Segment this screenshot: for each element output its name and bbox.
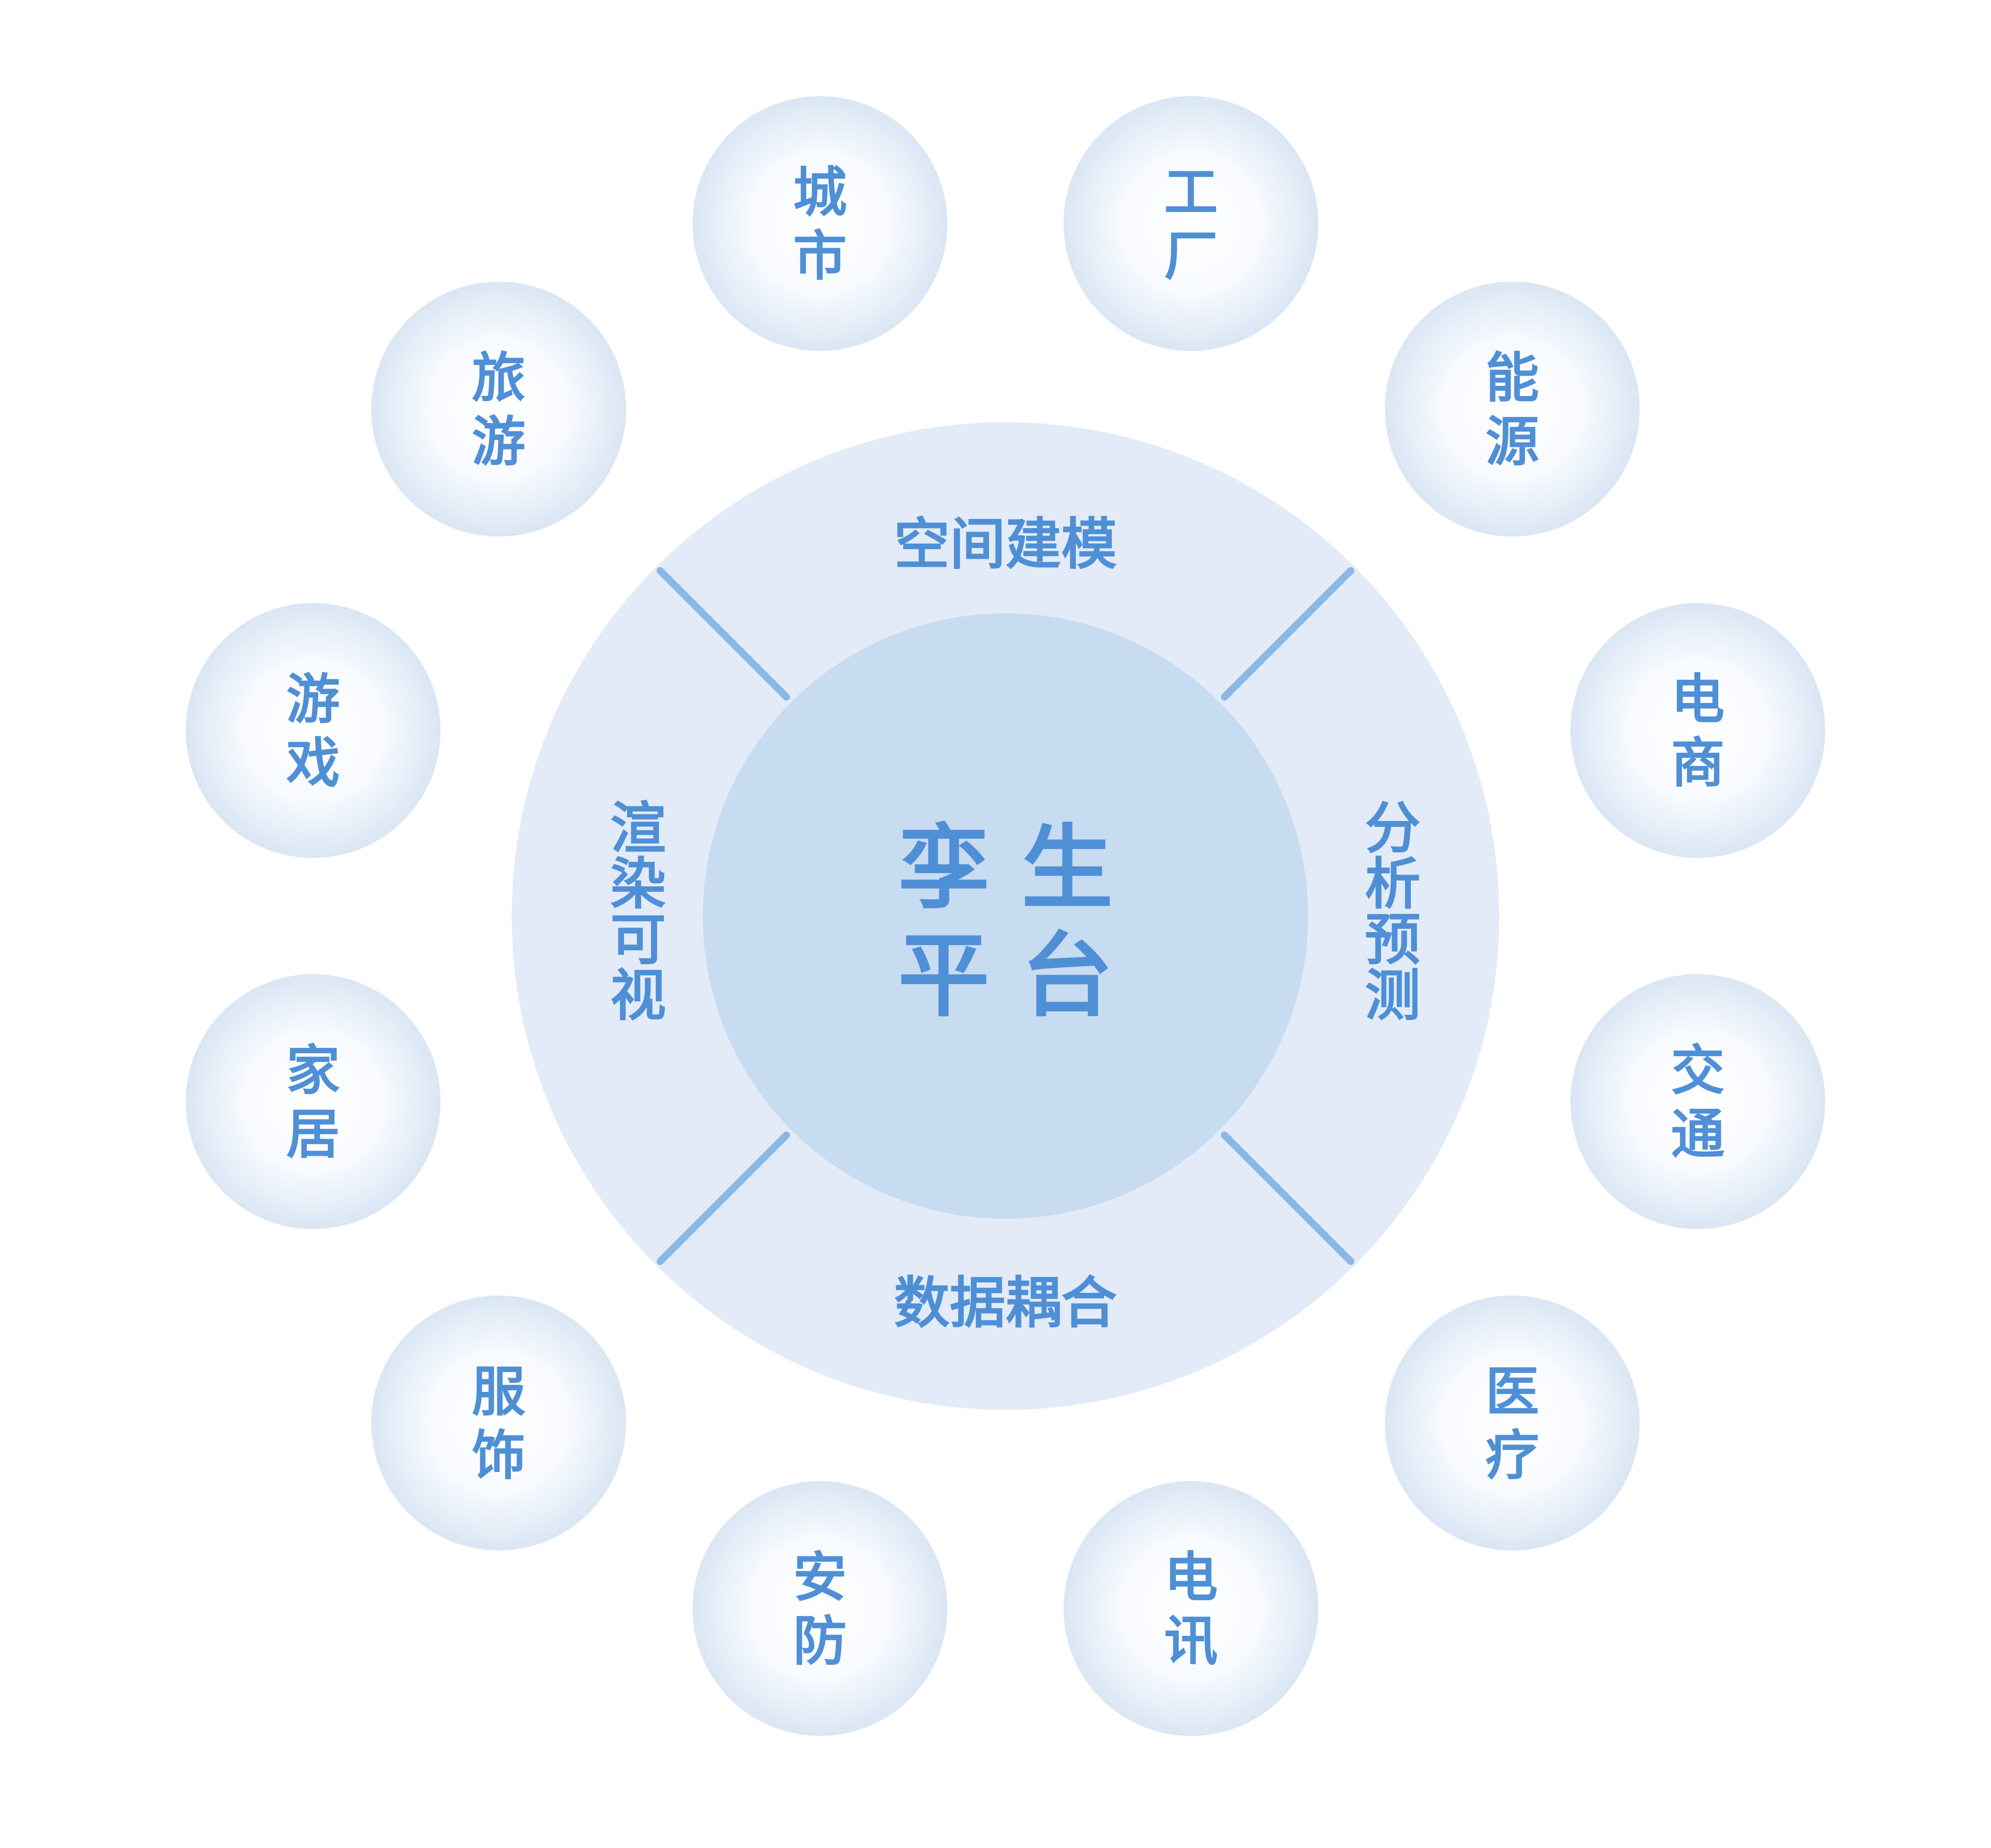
- center-title-line1: 孪 生: [898, 816, 1113, 922]
- industry-label-char: 家: [286, 1040, 340, 1102]
- ring-dividers: [657, 567, 1354, 1265]
- industry-label-char: 厂: [1164, 225, 1218, 288]
- industry-bubble: 交通: [1570, 974, 1825, 1229]
- industry-label-char: 安: [793, 1546, 847, 1609]
- industry-label-char: 医: [1485, 1361, 1539, 1423]
- industry-label-char: 城: [793, 161, 847, 224]
- industry-bubble-circle: [1385, 282, 1640, 537]
- industry-label-char: 戏: [286, 732, 340, 795]
- core-circle: [703, 613, 1308, 1219]
- industry-label-char: 讯: [1164, 1610, 1218, 1672]
- divider-top-right: [1221, 567, 1354, 701]
- industry-label-char: 居: [286, 1103, 340, 1166]
- industry-label-char: 游: [286, 668, 340, 731]
- industry-bubble-circle: [692, 1481, 948, 1736]
- industry-bubble: 医疗: [1385, 1295, 1640, 1550]
- industry-bubble: 旅游: [371, 282, 626, 537]
- industry-label-char: 饰: [472, 1424, 526, 1487]
- industry-label-char: 工: [1164, 161, 1218, 224]
- divider-top-left: [657, 567, 790, 701]
- industry-label-char: 电: [1671, 668, 1725, 731]
- industry-bubble-circle: [1570, 974, 1825, 1229]
- industry-label-char: 能: [1485, 347, 1539, 409]
- industry-label-char: 服: [472, 1361, 526, 1423]
- industry-label-char: 通: [1671, 1103, 1725, 1166]
- segment-label-bottom: 数据耦合: [894, 1271, 1117, 1336]
- industry-label-char: 商: [1671, 732, 1725, 795]
- divider-bottom-right: [1221, 1132, 1354, 1265]
- industry-bubble: 安防: [692, 1481, 948, 1736]
- industry-label-char: 交: [1671, 1040, 1725, 1102]
- industry-bubble: 服饰: [371, 1295, 626, 1550]
- industry-bubble-circle: [1063, 1481, 1318, 1736]
- industry-label-char: 电: [1164, 1546, 1218, 1609]
- industry-bubble-circle: [1063, 96, 1318, 351]
- industry-bubble-circle: [692, 96, 948, 351]
- industry-label-char: 防: [793, 1610, 847, 1672]
- industry-label-char: 旅: [472, 347, 526, 409]
- segment-label-top: 空间建模: [894, 512, 1117, 577]
- industry-bubble-circle: [1570, 603, 1825, 858]
- industry-bubble-circle: [371, 282, 626, 537]
- industry-label-char: 游: [472, 411, 526, 473]
- industry-bubble: 家居: [186, 974, 441, 1229]
- divider-bottom-left: [657, 1132, 790, 1265]
- industry-label-char: 市: [793, 225, 847, 288]
- segment-label-left: 渲染可视: [601, 799, 666, 1022]
- industry-bubble: 电商: [1570, 603, 1825, 858]
- industry-bubble: 电讯: [1063, 1481, 1318, 1736]
- industry-label-char: 疗: [1485, 1424, 1539, 1487]
- center-title-line2: 平 台: [898, 923, 1113, 1030]
- industry-label-char: 源: [1485, 411, 1539, 473]
- industry-bubble: 工厂: [1063, 96, 1318, 351]
- industry-bubble-circle: [186, 603, 441, 858]
- industry-bubble-circle: [186, 974, 441, 1229]
- industry-bubble: 城市: [692, 96, 948, 351]
- industry-bubble: 能源: [1385, 282, 1640, 537]
- industry-bubble-circle: [1385, 1295, 1640, 1550]
- segment-label-right: 分析预测: [1355, 799, 1420, 1022]
- industry-bubble-circle: [371, 1295, 626, 1550]
- industry-bubble: 游戏: [186, 603, 441, 858]
